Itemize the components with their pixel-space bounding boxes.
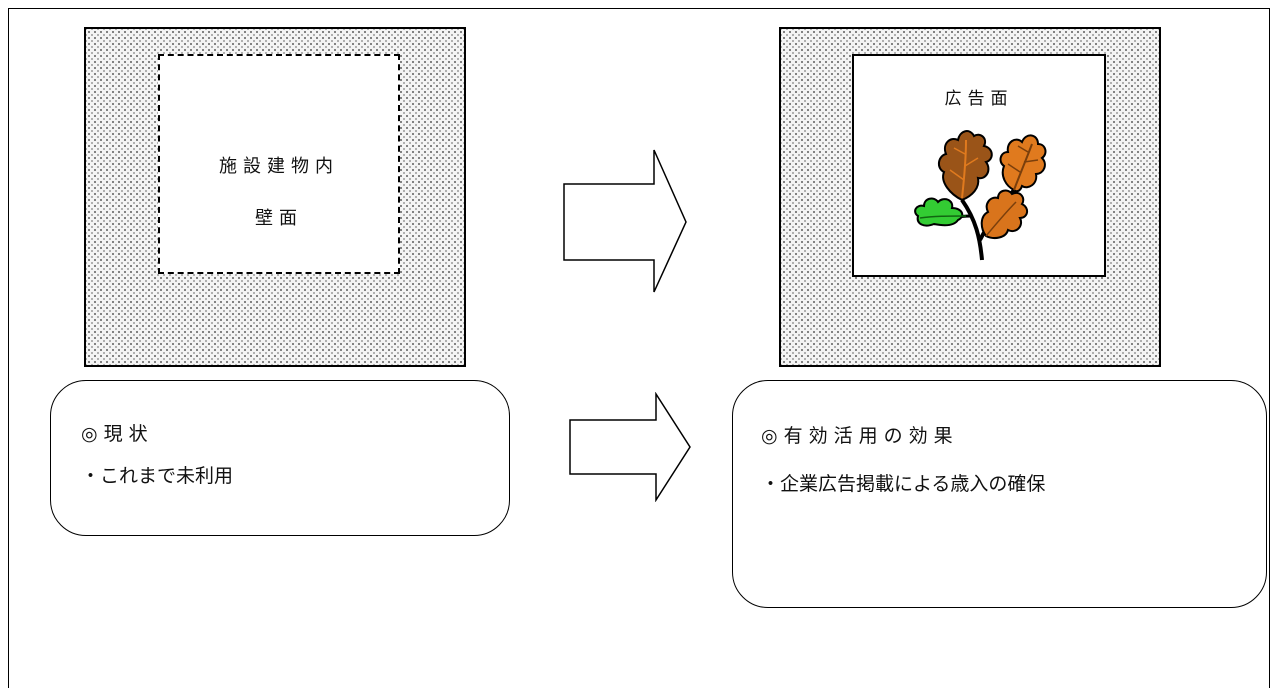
unused-wall-area: 施設建物内 壁面 [158,54,400,274]
right-arrow-icon [563,149,687,293]
autumn-leaves-icon [914,130,1047,261]
right-arrow-icon [569,392,691,502]
wall-label-line2: 壁面 [255,208,303,229]
ad-space-label: 広告面 [944,89,1014,109]
wall-current-panel: 施設建物内 壁面 [84,27,466,367]
current-status-box: ◎現状 ・これまで未利用 [50,380,510,536]
effect-box: ◎有効活用の効果 ・企業広告掲載による歳入の確保 [732,380,1267,608]
effect-item: ・企業広告掲載による歳入の確保 [761,473,1046,495]
page-frame [8,8,1270,688]
ad-space: 広告面 [852,54,1106,277]
effect-title: ◎有効活用の効果 [761,425,959,447]
current-status-title: ◎現状 [81,423,154,445]
current-status-item: ・これまで未利用 [81,465,234,487]
wall-label-line1: 施設建物内 [219,156,339,177]
wall-ad-panel: 広告面 [779,27,1161,367]
